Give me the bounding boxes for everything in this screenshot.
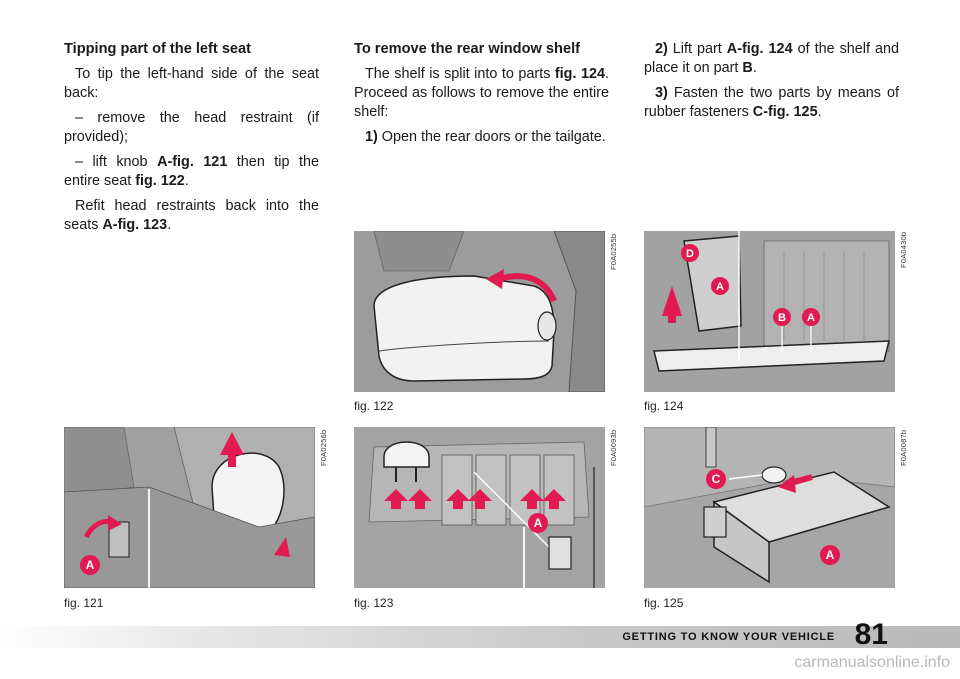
footer-bar xyxy=(0,626,960,648)
figure-reference: A-fig. 123 xyxy=(102,217,168,233)
figure-reference: A-fig. 121 xyxy=(157,154,228,170)
fasteners-illustration: C A xyxy=(644,427,895,588)
callout-label: A xyxy=(826,548,835,562)
watermark: carmanualsonline.info xyxy=(794,654,950,671)
figure-reference: C-fig. 125 xyxy=(752,104,818,120)
figure-code: F0A0255b xyxy=(609,233,618,270)
seat-knob-illustration: A xyxy=(64,427,315,588)
figure-caption: fig. 123 xyxy=(354,596,394,610)
figure-code: F0A0430b xyxy=(899,231,908,268)
callout-label: A xyxy=(86,558,95,572)
figure-code: F0A0256b xyxy=(319,429,328,466)
step-number: 1) xyxy=(365,129,378,145)
footer-section-title: GETTING TO KNOW YOUR VEHICLE xyxy=(622,631,835,643)
shelf-illustration: D A B A xyxy=(644,231,895,392)
callout-label: A xyxy=(534,516,543,530)
list-item: – lift knob A-fig. 121 then tip the enti… xyxy=(64,154,319,189)
figure-123-head-restraints: A xyxy=(354,427,605,588)
head-restraints-illustration: A xyxy=(354,427,605,588)
figure-code: F0A0093b xyxy=(609,429,618,466)
list-item: – remove the head restraint (if provided… xyxy=(64,110,319,145)
figure-code: F0A0087b xyxy=(899,429,908,466)
figure-reference: fig. 122 xyxy=(135,173,185,189)
section-heading-tipping-seat: Tipping part of the left seat xyxy=(64,41,252,57)
figure-125-rubber-fasteners: C A xyxy=(644,427,895,588)
figure-caption: fig. 122 xyxy=(354,399,394,413)
step-item: 1) Open the rear doors or the tailgate. xyxy=(365,129,606,145)
figure-caption: fig. 121 xyxy=(64,596,104,610)
callout-label: C xyxy=(712,472,721,486)
figure-caption: fig. 124 xyxy=(644,399,684,413)
figure-122-seat-tipped xyxy=(354,231,605,392)
callout-label: A xyxy=(807,312,815,324)
step-number: 3) xyxy=(655,85,668,101)
text-column-2: To remove the rear window shelf The shel… xyxy=(354,40,609,153)
step-item: 2) Lift part A-fig. 124 of the shelf and… xyxy=(644,41,899,76)
step-number: 2) xyxy=(655,41,668,57)
figure-caption: fig. 125 xyxy=(644,596,684,610)
figure-124-rear-shelf: D A B A xyxy=(644,231,895,392)
section-heading-remove-shelf: To remove the rear window shelf xyxy=(354,41,580,57)
text-column-1: Tipping part of the left seat To tip the… xyxy=(64,40,319,241)
figure-reference: B xyxy=(742,60,753,76)
step-item: 3) Fasten the two parts by means of rubb… xyxy=(644,85,899,120)
figure-reference: fig. 124 xyxy=(554,66,605,82)
callout-label: A xyxy=(716,281,724,293)
page-number: 81 xyxy=(854,618,888,651)
figure-121-seat-knob: A xyxy=(64,427,315,588)
seat-illustration xyxy=(354,231,605,392)
paragraph: The shelf is split into to parts fig. 12… xyxy=(354,66,609,120)
figure-reference: A-fig. 124 xyxy=(726,41,793,57)
paragraph: Refit head restraints back into the seat… xyxy=(64,198,319,233)
callout-label: D xyxy=(686,248,694,260)
paragraph: To tip the left-hand side of the seat ba… xyxy=(64,66,319,101)
callout-label: B xyxy=(778,312,786,324)
text-column-3: 2) Lift part A-fig. 124 of the shelf and… xyxy=(644,40,899,128)
